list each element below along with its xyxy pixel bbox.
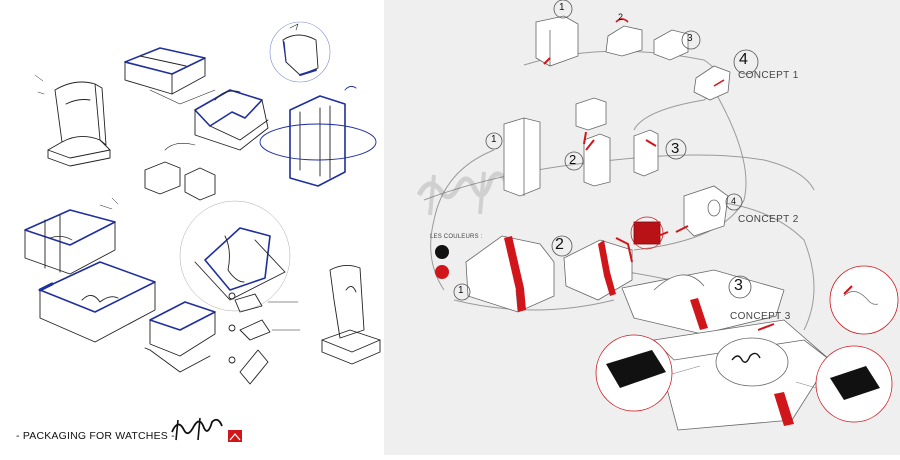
- sketch-steps: [228, 292, 301, 385]
- concept-3-group: [465, 235, 831, 431]
- c1-step-3: 3: [687, 33, 693, 44]
- sketch-box-closed: [124, 47, 216, 105]
- c2-step-2: 2: [569, 152, 577, 167]
- sketch-branded-box: [38, 261, 156, 343]
- quiksilver-logo: [171, 417, 242, 442]
- board-caption: - PACKAGING FOR WATCHES -: [16, 430, 175, 442]
- swatch-black: [435, 245, 449, 259]
- c1-step-2: 2: [618, 12, 624, 22]
- sketch-tray-box: [144, 301, 216, 373]
- concept-2-label: CONCEPT 2: [738, 214, 799, 225]
- concept-2-group: [503, 97, 729, 250]
- sketch-box-open: [194, 89, 269, 151]
- colors-label: LES COULEURS :: [430, 234, 483, 240]
- sketch-small-boxes: [144, 143, 216, 201]
- c2-step-1: 1: [491, 134, 497, 145]
- c3-step-2: 2: [555, 236, 564, 253]
- concept-panel: CONCEPT 1 CONCEPT 2 CONCEPT 3 LES COULEU…: [384, 0, 900, 455]
- detail-callouts: [595, 265, 899, 423]
- c2-step-4: 4: [731, 196, 737, 206]
- c1-step-4: 4: [739, 51, 748, 68]
- sketch-display-stand: [321, 265, 381, 365]
- step-markers: [453, 0, 759, 301]
- c2-step-3: 3: [671, 140, 680, 157]
- concept-renderings: [416, 0, 899, 431]
- swatch-red: [435, 265, 449, 279]
- concept-3-label: CONCEPT 3: [730, 311, 791, 322]
- concept-1-group: [535, 15, 731, 101]
- sketch-curved-box: [269, 21, 331, 83]
- c3-step-1: 1: [458, 285, 464, 296]
- color-swatches: [435, 245, 449, 279]
- concept-1-label: CONCEPT 1: [738, 70, 799, 81]
- sketch-sleeve-box: [24, 197, 119, 275]
- c1-step-1: 1: [559, 2, 565, 13]
- sketch-rotating-case: [259, 85, 377, 187]
- sketch-watch-stand: [34, 74, 111, 167]
- sketch-panel: - PACKAGING FOR WATCHES -: [0, 0, 384, 455]
- sketch-drawings: [24, 21, 381, 442]
- c3-step-3: 3: [734, 277, 743, 294]
- sketch-insert-box: [179, 200, 291, 312]
